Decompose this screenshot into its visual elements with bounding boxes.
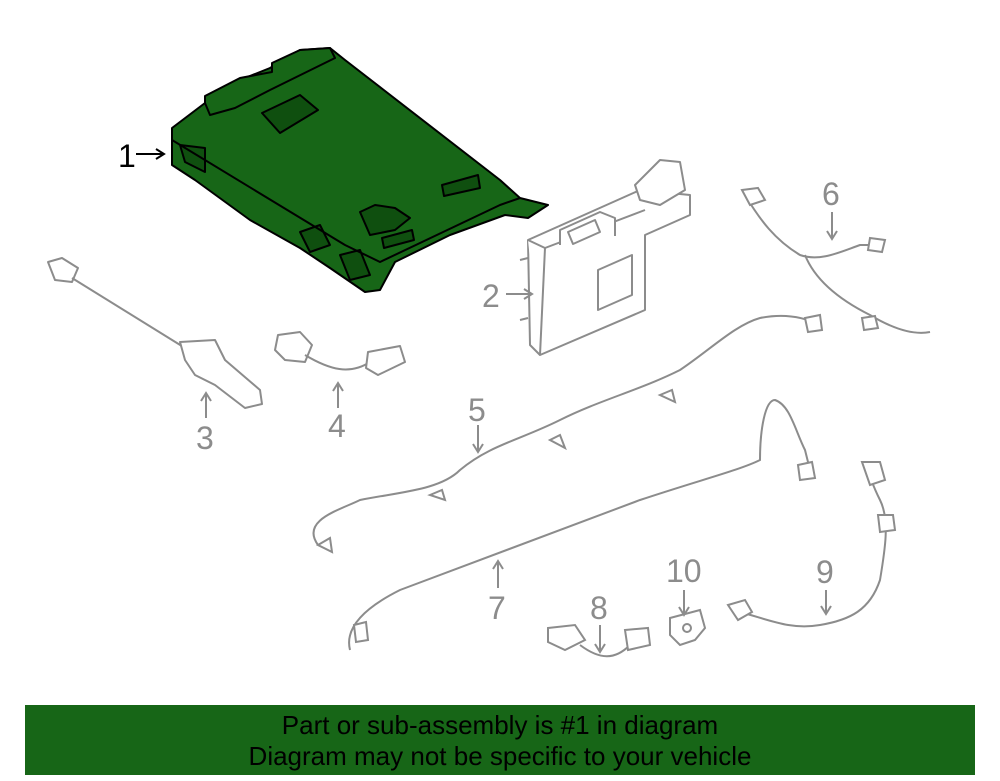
arrow-4	[332, 381, 344, 408]
part-1-control-module[interactable]	[171, 47, 549, 293]
part-7-harness[interactable]	[348, 398, 817, 651]
part-10-sensor[interactable]	[669, 608, 707, 647]
callout-6: 6	[822, 176, 840, 212]
arrow-9	[820, 590, 832, 616]
info-banner: Part or sub-assembly is #1 in diagram Di…	[25, 705, 975, 775]
part-8-connector-harness[interactable]	[547, 623, 652, 658]
arrow-6	[826, 212, 838, 241]
part-9-harness[interactable]	[726, 461, 897, 628]
callout-2: 2	[482, 278, 500, 314]
banner-line-2: Diagram may not be specific to your vehi…	[248, 741, 752, 771]
callout-7: 7	[488, 590, 506, 626]
callout-3: 3	[196, 420, 214, 456]
callout-9: 9	[816, 554, 834, 590]
parts-diagram	[47, 47, 931, 658]
callout-10: 10	[666, 553, 702, 589]
callout-1: 1	[118, 138, 136, 174]
arrow-5	[472, 425, 484, 454]
arrow-8	[594, 625, 606, 654]
part-5-harness[interactable]	[312, 313, 824, 554]
part-6-harness[interactable]	[740, 186, 931, 334]
arrow-3	[200, 391, 212, 418]
callout-8: 8	[590, 590, 608, 626]
part-2-body-module[interactable]	[519, 159, 691, 356]
arrow-7	[492, 559, 504, 588]
part-4-harness[interactable]	[274, 331, 406, 376]
callout-4: 4	[328, 408, 346, 444]
arrow-2	[506, 288, 534, 300]
callout-5: 5	[468, 392, 486, 428]
banner-line-1: Part or sub-assembly is #1 in diagram	[281, 710, 719, 740]
arrow-1	[136, 148, 166, 160]
arrow-10	[678, 590, 690, 617]
part-3-sensor[interactable]	[47, 257, 263, 409]
